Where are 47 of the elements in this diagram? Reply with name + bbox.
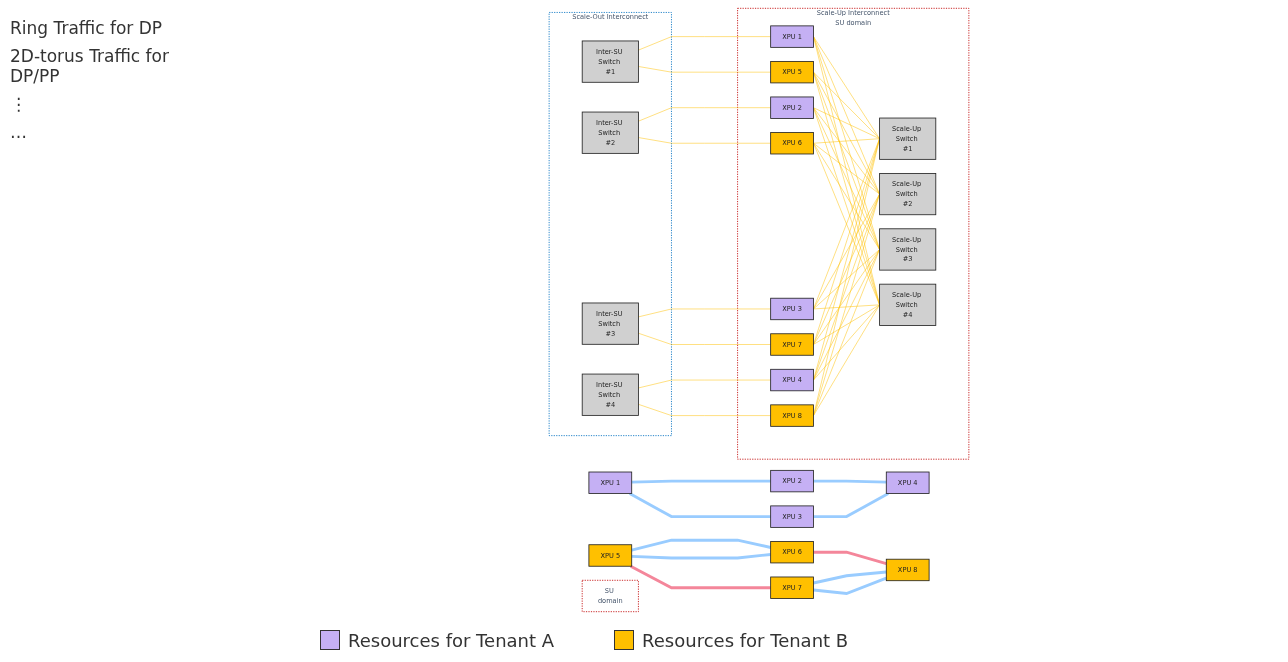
legend-text: Resources for Tenant A [348,629,555,651]
connector [631,553,771,560]
connector [638,308,771,318]
connector [813,193,880,310]
note-text: Ring Traffic for DP [10,18,164,38]
connector [813,143,880,250]
connector [813,36,880,250]
legend-text: Resources for Tenant B [642,629,849,651]
connector [813,193,880,381]
connector [813,107,880,139]
connector [638,66,771,73]
connector [630,564,771,590]
connector [813,107,880,250]
connector [813,304,880,416]
connector [813,304,880,345]
connector [813,304,880,310]
connector [813,143,880,195]
connector [813,570,887,585]
connector [631,538,771,552]
note-text: 2D-torus Traffic for DP/PP [10,46,170,86]
connector [813,71,880,139]
connector [638,379,771,389]
connector [813,107,880,195]
connector [813,249,880,310]
connector [638,404,771,416]
connector [813,249,880,416]
connector [813,193,880,416]
connector [813,576,887,595]
connector [638,333,771,345]
connector [638,137,771,144]
connector [813,71,880,195]
connector [813,193,880,345]
note-text: ⋮ [10,94,28,114]
connector [813,550,887,566]
note-text: … [10,122,28,142]
connector [631,479,771,484]
connector [813,304,880,381]
connector [813,36,880,139]
connector [813,249,880,381]
connector [813,479,887,484]
connector [638,107,771,122]
connector [813,249,880,345]
connector [629,492,771,519]
connector [813,71,880,250]
connector [813,36,880,195]
connector [813,138,880,144]
connector [813,492,889,519]
